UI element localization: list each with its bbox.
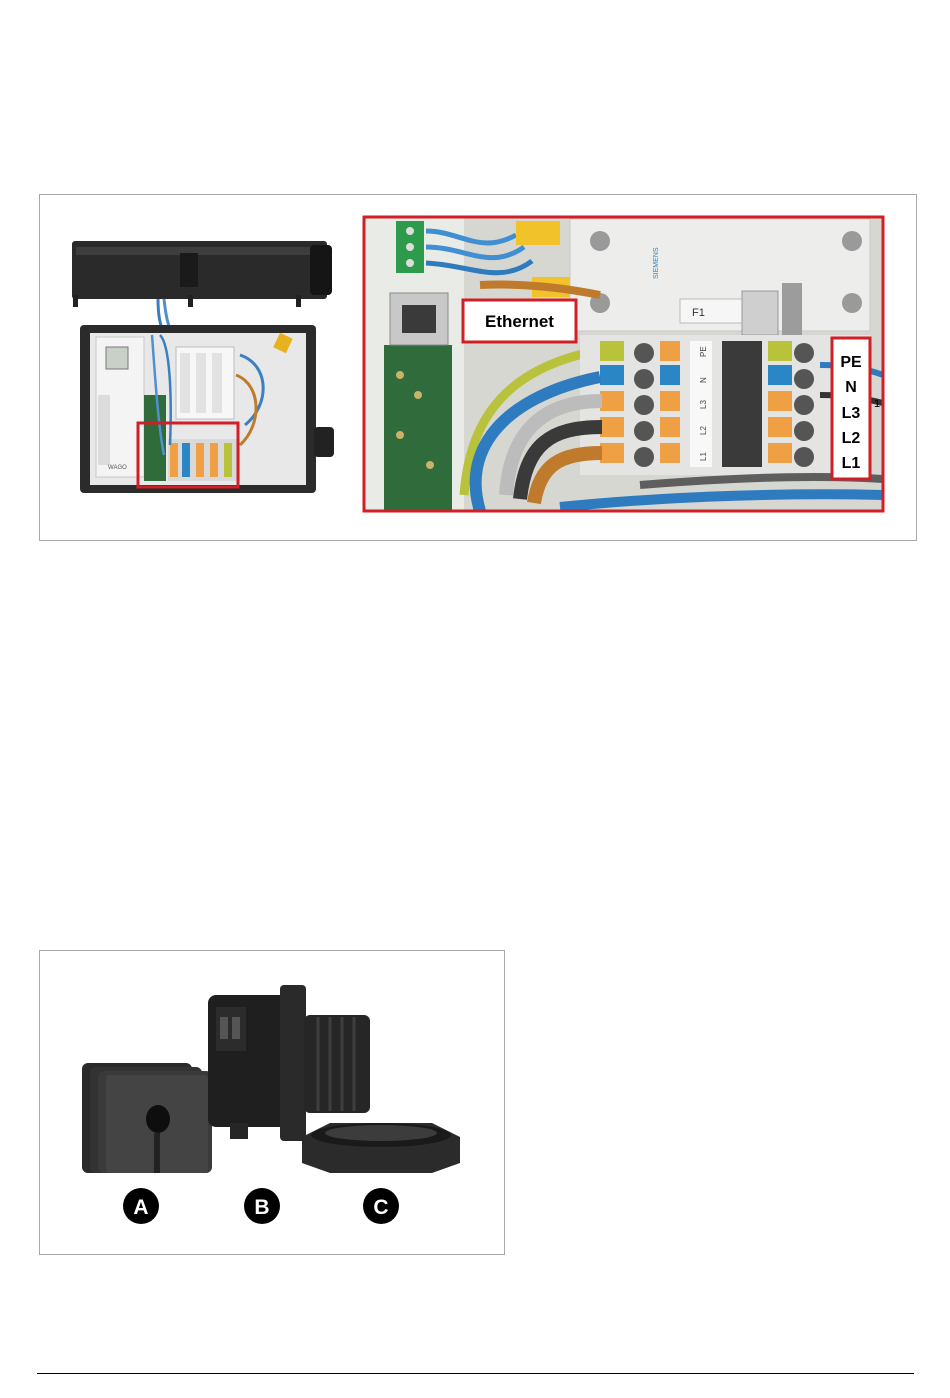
marker-b-label: B [254,1196,269,1219]
gland-body-photo [208,985,370,1141]
block-label-l1: L1 [699,452,708,461]
seal-insert-photo [82,1063,212,1173]
ethernet-callout: Ethernet [463,300,576,342]
ethernet-label: Ethernet [485,312,554,331]
terminal-label-pe: PE [840,354,862,371]
terminal-label-l1: L1 [842,455,861,472]
marker-a: A [123,1188,159,1224]
breaker-label: F1 [692,307,705,319]
terminal-labels-callout: PE N L3 L2 L1 [832,338,870,479]
footer-rule [37,1373,914,1374]
block-label-n: N [699,377,708,383]
cable-gland-illustration: A B C [40,951,506,1256]
marker-c: C [363,1188,399,1224]
lock-nut-photo [302,1123,460,1173]
breaker-brand: SIEMENS [653,247,660,279]
block-label-l2: L2 [699,426,708,435]
controller-brand: WAGO [108,465,127,471]
figure-cable-gland-parts: A B C [39,950,505,1255]
zoom-detail-photo: SIEMENS F1 [364,217,883,511]
marker-a-label: A [133,1196,148,1219]
figure-wallbox-wiring: WAGO [39,194,917,541]
terminal-label-n: N [845,379,857,396]
edge-mark: 1 [874,398,880,410]
block-label-l3: L3 [699,400,708,409]
marker-b: B [244,1188,280,1224]
wiring-illustration: WAGO [40,195,918,542]
terminal-label-l3: L3 [842,405,861,422]
enclosure-photo: WAGO [72,241,334,493]
terminal-label-l2: L2 [842,430,861,447]
block-label-pe: PE [699,346,708,357]
marker-c-label: C [373,1196,388,1219]
